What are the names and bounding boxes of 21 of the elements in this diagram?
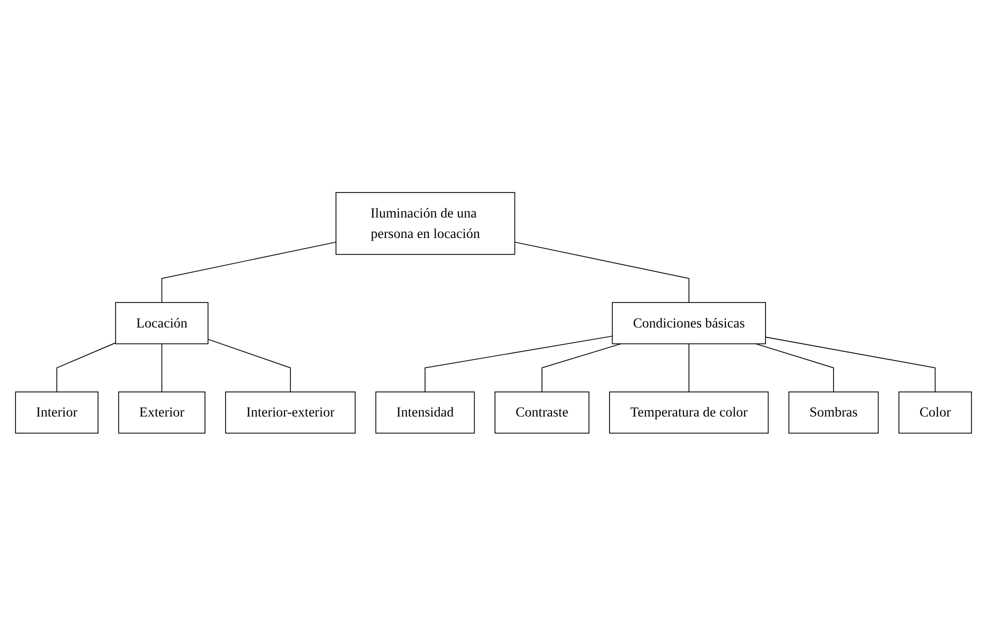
concept-box: Temperatura de color (609, 392, 769, 434)
connector (161, 242, 336, 304)
concept-box: Interior-exterior (225, 392, 356, 434)
concept-box: Locación (115, 302, 208, 344)
concept-box: Contraste (494, 392, 590, 434)
connector (161, 344, 162, 392)
concept-box: Interior (15, 392, 98, 434)
connector (542, 344, 622, 392)
connector (514, 242, 690, 304)
concept-box: Sombras (788, 392, 879, 434)
concept-box: Color (898, 392, 972, 434)
connector (688, 344, 690, 392)
concept-box: Exterior (118, 392, 206, 434)
concept-box: Condiciones básicas (612, 302, 766, 344)
connector (765, 336, 936, 392)
connector (208, 338, 291, 392)
connector (424, 336, 613, 392)
concept-box: Iluminación de una persona en locación (336, 192, 516, 255)
concept-box: Intensidad (375, 392, 475, 434)
connector (56, 342, 116, 392)
connector (755, 344, 834, 392)
